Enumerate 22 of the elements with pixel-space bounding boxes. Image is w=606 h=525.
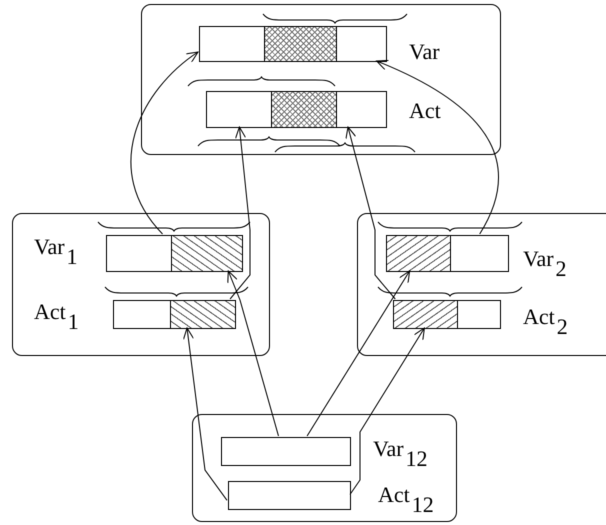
bar-label: Var [409, 41, 440, 63]
data-bar [386, 235, 509, 272]
data-bar [393, 300, 501, 329]
arrow [130, 52, 198, 234]
data-bar [106, 235, 243, 272]
group-frame [357, 213, 606, 356]
data-bar [221, 437, 351, 466]
arrow [227, 270, 279, 436]
group-frame [192, 414, 457, 522]
data-bar [228, 481, 351, 510]
arrow [345, 126, 396, 300]
data-bar [199, 26, 387, 62]
arrow [350, 328, 425, 495]
arrow [306, 270, 410, 436]
arrow [376, 60, 499, 234]
data-bar [206, 91, 387, 128]
data-bar [113, 300, 236, 329]
group-frame [12, 213, 270, 356]
arrow [182, 328, 228, 501]
group-frame [141, 4, 501, 155]
bar-label: Act [409, 100, 441, 122]
arrow [230, 126, 250, 300]
